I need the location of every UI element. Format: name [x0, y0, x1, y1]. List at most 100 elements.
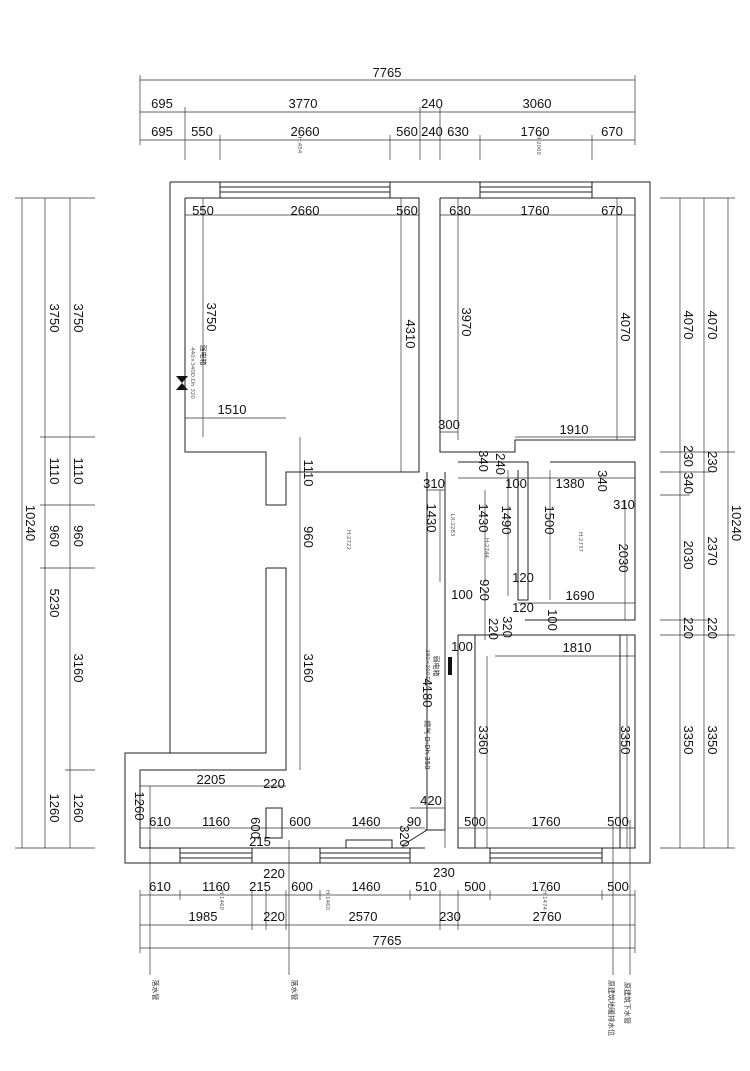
- svg-text:240: 240: [493, 453, 508, 475]
- svg-text:4310: 4310: [403, 320, 418, 349]
- svg-text:4070: 4070: [705, 311, 720, 340]
- svg-text:420: 420: [420, 793, 442, 808]
- svg-text:10240: 10240: [729, 505, 744, 541]
- svg-text:1160: 1160: [202, 879, 230, 894]
- svg-text:550: 550: [191, 124, 213, 139]
- svg-text:4070: 4070: [618, 313, 633, 342]
- svg-text:230: 230: [705, 451, 720, 473]
- svg-text:120: 120: [512, 600, 534, 615]
- svg-text:600: 600: [248, 817, 263, 839]
- svg-text:1260: 1260: [47, 794, 62, 823]
- svg-text:90: 90: [407, 814, 421, 829]
- room-height-3: H:2744: [483, 538, 489, 558]
- room-height-4: H:2737: [577, 532, 583, 552]
- svg-text:240: 240: [421, 96, 443, 111]
- svg-text:220: 220: [263, 866, 285, 881]
- svg-text:100: 100: [451, 587, 473, 602]
- svg-text:3160: 3160: [301, 654, 316, 683]
- drain-label-3: 原建筑下水管: [623, 982, 632, 1024]
- interior-dimension-lines: [140, 198, 635, 848]
- svg-text:1510: 1510: [218, 402, 247, 417]
- svg-text:340: 340: [476, 450, 491, 472]
- room-height-1: H:2722: [345, 530, 351, 550]
- svg-text:960: 960: [71, 525, 86, 547]
- svg-text:670: 670: [601, 203, 623, 218]
- svg-text:1380: 1380: [556, 476, 585, 491]
- svg-text:1460: 1460: [352, 814, 381, 829]
- svg-text:695: 695: [151, 124, 173, 139]
- drain-label-2: 落水管: [290, 980, 299, 1001]
- svg-text:4070: 4070: [681, 311, 696, 340]
- svg-text:H:454: H:454: [296, 137, 302, 154]
- svg-text:3160: 3160: [71, 654, 86, 683]
- svg-text:610: 610: [149, 879, 171, 894]
- svg-text:320: 320: [500, 616, 515, 638]
- svg-text:220: 220: [705, 617, 720, 639]
- svg-text:2370: 2370: [705, 537, 720, 566]
- drain-label-4: 原建筑地暖排水位: [607, 980, 616, 1036]
- svg-text:3360: 3360: [476, 726, 491, 755]
- svg-text:630: 630: [449, 203, 471, 218]
- svg-text:1810: 1810: [563, 640, 592, 655]
- svg-text:220: 220: [486, 618, 501, 640]
- svg-text:215: 215: [249, 879, 271, 894]
- elec-box-2-size: 380×300 D:Dh: [424, 649, 430, 691]
- svg-text:120: 120: [512, 570, 534, 585]
- svg-text:630: 630: [447, 124, 469, 139]
- svg-text:H:1460: H:1460: [218, 890, 224, 910]
- svg-text:2205: 2205: [197, 772, 226, 787]
- dim-top-total: 7765: [373, 65, 402, 80]
- elec-box-2-label: 弱电箱: [432, 656, 441, 677]
- svg-text:600: 600: [291, 879, 313, 894]
- svg-text:H:1474: H:1474: [541, 890, 547, 910]
- svg-text:1760: 1760: [532, 814, 561, 829]
- svg-text:560: 560: [396, 124, 418, 139]
- svg-text:340: 340: [681, 472, 696, 494]
- svg-text:1160: 1160: [202, 814, 230, 829]
- electrical-box-icon: [176, 376, 452, 675]
- svg-text:7765: 7765: [373, 933, 402, 948]
- svg-text:230: 230: [681, 445, 696, 467]
- svg-text:100: 100: [451, 639, 473, 654]
- svg-text:3350: 3350: [618, 726, 633, 755]
- svg-text:1110: 1110: [71, 458, 86, 485]
- svg-text:1500: 1500: [542, 506, 557, 535]
- svg-text:1985: 1985: [189, 909, 218, 924]
- elec-box-1-size: 440×340D:Dh 320: [189, 347, 195, 399]
- svg-text:2760: 2760: [533, 909, 562, 924]
- svg-text:230: 230: [433, 865, 455, 880]
- svg-text:340: 340: [595, 470, 610, 492]
- svg-text:960: 960: [47, 525, 62, 547]
- svg-text:670: 670: [601, 124, 623, 139]
- svg-text:1110: 1110: [47, 458, 62, 485]
- svg-text:500: 500: [607, 879, 629, 894]
- svg-text:920: 920: [477, 579, 492, 601]
- svg-text:1760: 1760: [521, 124, 550, 139]
- svg-text:1760: 1760: [521, 203, 550, 218]
- svg-text:4180: 4180: [420, 679, 435, 708]
- svg-text:1260: 1260: [71, 794, 86, 823]
- svg-text:500: 500: [464, 879, 486, 894]
- svg-text:1460: 1460: [352, 879, 381, 894]
- svg-text:3750: 3750: [71, 304, 86, 333]
- svg-text:310: 310: [423, 476, 445, 491]
- svg-text:560: 560: [396, 203, 418, 218]
- svg-text:10240: 10240: [23, 505, 38, 541]
- room-height-2: LX:2283: [449, 514, 455, 537]
- interior-dimension-labels: 550 2660 560 3750 4310 1510 1110 960 316…: [132, 203, 635, 849]
- svg-text:3770: 3770: [289, 96, 318, 111]
- svg-text:1910: 1910: [560, 422, 589, 437]
- svg-text:2570: 2570: [349, 909, 378, 924]
- svg-text:3750: 3750: [204, 303, 219, 332]
- drain-pipe-lines: [149, 820, 631, 975]
- svg-text:2030: 2030: [616, 544, 631, 573]
- svg-text:1110: 1110: [301, 460, 316, 487]
- outer-dimension-lines: [15, 75, 735, 953]
- svg-text:H:2060: H:2060: [535, 135, 541, 155]
- svg-text:100: 100: [505, 476, 527, 491]
- svg-text:3970: 3970: [459, 308, 474, 337]
- svg-text:510: 510: [415, 879, 437, 894]
- svg-text:1430: 1430: [476, 504, 491, 533]
- svg-text:2660: 2660: [291, 203, 320, 218]
- svg-text:215: 215: [249, 834, 271, 849]
